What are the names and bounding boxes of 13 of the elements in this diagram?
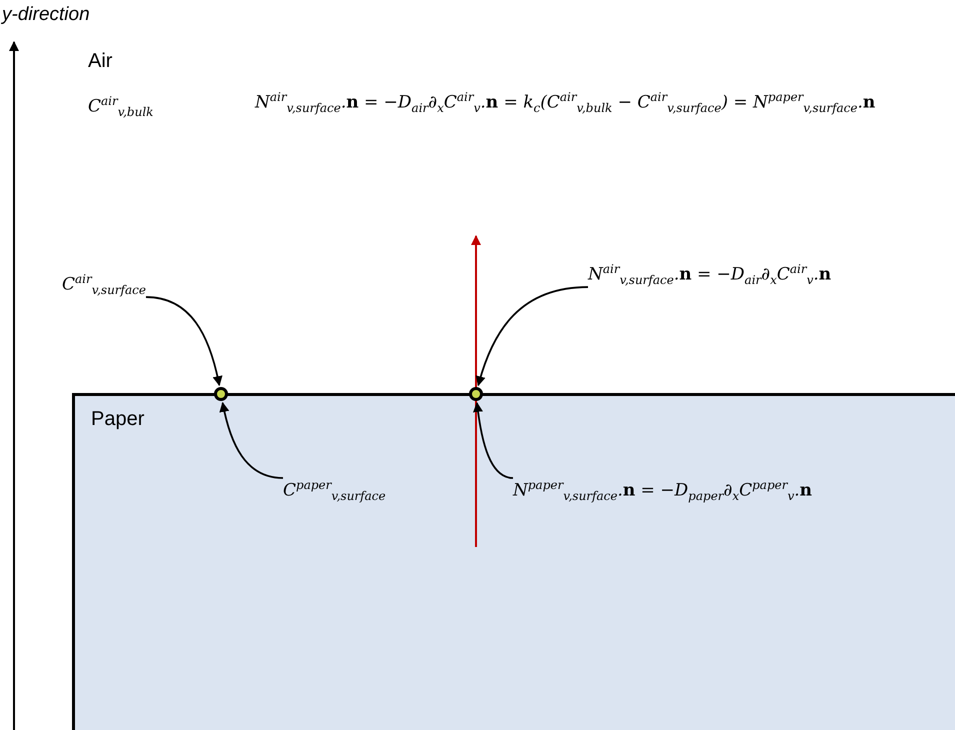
leader-arrow	[473, 402, 514, 479]
leader-arrow	[220, 402, 284, 479]
equation-label: N$^{air}$$_{v,surface}$.n = −D$_{air}$∂$_{x}$C$^{air}$$_{v}$.n	[588, 262, 832, 288]
leader-arrow	[476, 286, 588, 386]
point-marker	[214, 387, 228, 401]
equation-label: N$^{air}$$_{v,surface}$.n = −D$_{air}$∂$_{x}$C$^{air}$$_{v}$.n = k$_{c}$(C$^{air}$$_{v,bulk}$ − C$^{air}$$_{v,surface}$) = N$^{paper}$$_{v,surface}$.n	[255, 90, 876, 116]
equation-label: N$^{paper}$$_{v,surface}$.n = −D$_{paper}$∂$_{x}$C$^{paper}$$_{v}$.n	[513, 478, 812, 504]
region-label: Air	[88, 50, 112, 73]
paper-region	[72, 393, 955, 730]
region-label: Paper	[91, 408, 144, 431]
leader-arrow	[146, 296, 222, 386]
axis-label: y-direction	[2, 4, 90, 26]
point-marker	[469, 387, 483, 401]
